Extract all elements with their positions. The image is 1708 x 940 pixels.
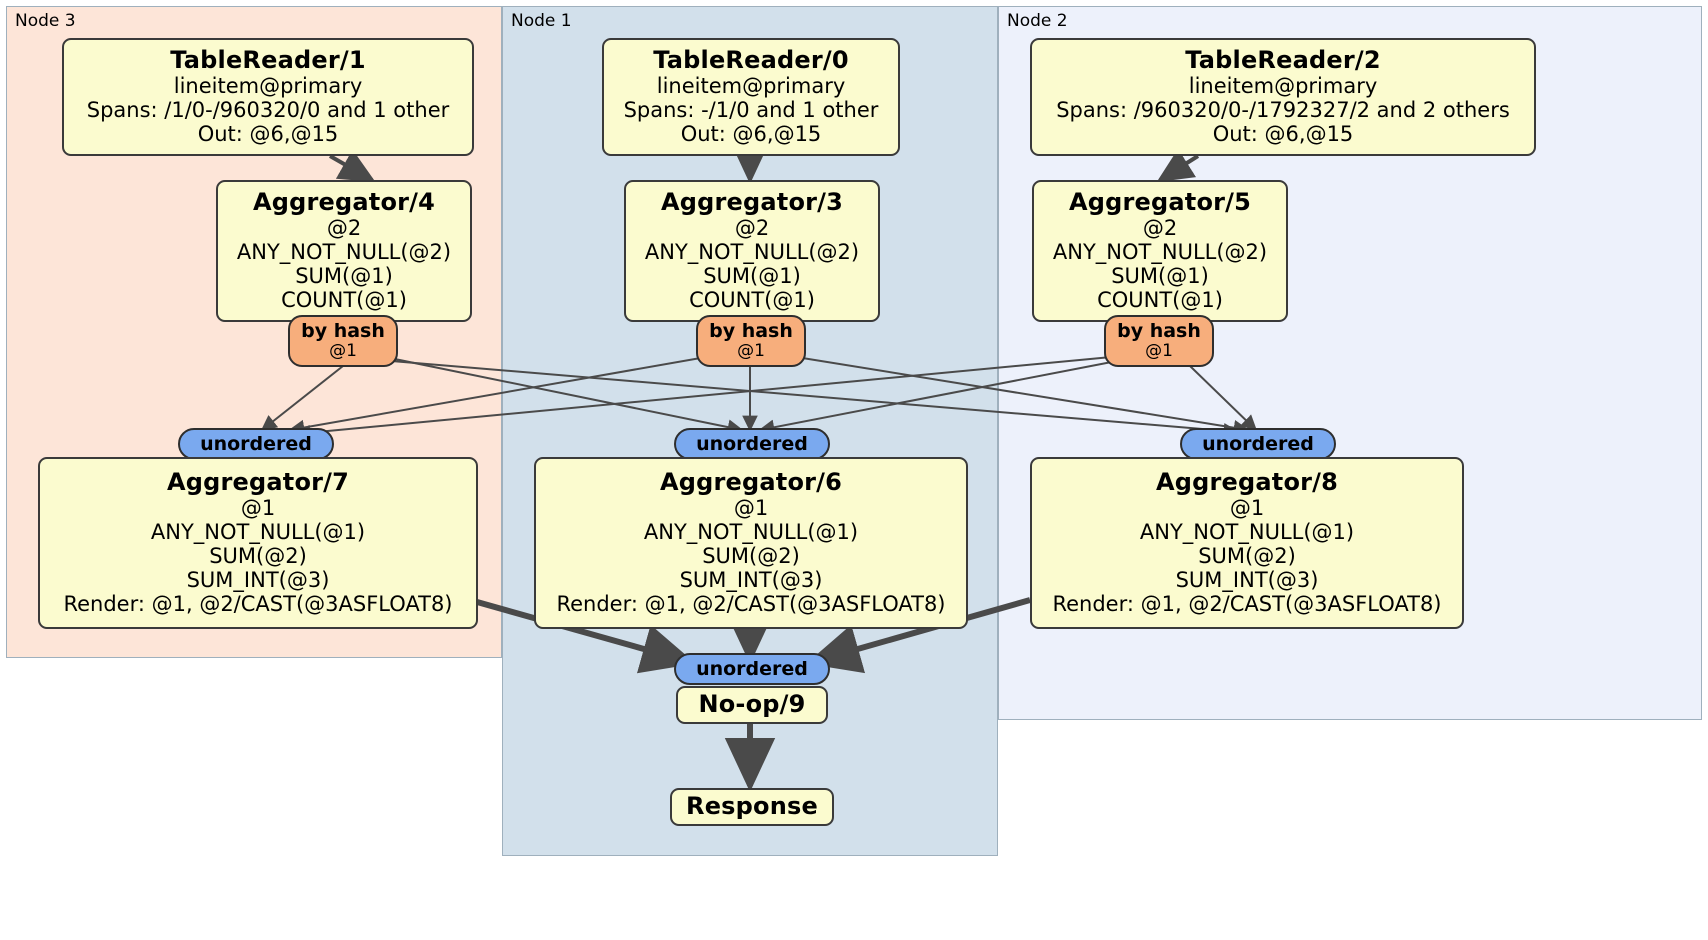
table-reader-1-title: TableReader/1 — [170, 46, 366, 75]
aggregator-7-line-3: SUM(@2) — [209, 543, 307, 568]
table-reader-0-title: TableReader/0 — [653, 46, 849, 75]
aggregator-7-line-2: ANY_NOT_NULL(@1) — [150, 520, 366, 544]
box-aggregator-8[interactable]: Aggregator/8 @1 ANY_NOT_NULL(@1) SUM(@2)… — [1030, 457, 1464, 629]
aggregator-3-line-4: COUNT(@1) — [689, 287, 815, 312]
router-by-hash-center[interactable]: by hash @1 — [696, 315, 806, 367]
response-title: Response — [686, 792, 818, 821]
router-by-hash-right-label: by hash — [1117, 320, 1201, 343]
box-response[interactable]: Response — [670, 788, 834, 826]
aggregator-4-line-2: ANY_NOT_NULL(@2) — [236, 239, 452, 264]
table-reader-2-line-1: lineitem@primary — [1188, 74, 1378, 98]
table-reader-2-line-3: Out: @6,@15 — [1212, 121, 1354, 146]
sync-unordered-right[interactable]: unordered — [1180, 428, 1336, 460]
aggregator-3-line-3: SUM(@1) — [703, 263, 801, 288]
aggregator-8-line-5: Render: @1, @2/CAST(@3ASFLOAT8) — [1052, 591, 1442, 616]
box-table-reader-1[interactable]: TableReader/1 lineitem@primary Spans: /1… — [62, 38, 474, 156]
table-reader-0-line-1: lineitem@primary — [656, 74, 846, 98]
router-by-hash-left[interactable]: by hash @1 — [288, 315, 398, 367]
aggregator-4-title: Aggregator/4 — [252, 188, 436, 217]
aggregator-8-line-4: SUM_INT(@3) — [1175, 567, 1319, 592]
aggregator-5-line-2: ANY_NOT_NULL(@2) — [1052, 239, 1268, 264]
table-reader-1-line-3: Out: @6,@15 — [197, 121, 339, 146]
aggregator-5-line-1: @2 — [1142, 216, 1178, 241]
aggregator-8-line-2: ANY_NOT_NULL(@1) — [1139, 520, 1355, 544]
aggregator-5-line-3: SUM(@1) — [1111, 263, 1209, 288]
sync-unordered-final-label: unordered — [696, 657, 808, 680]
aggregator-4-line-3: SUM(@1) — [295, 263, 393, 288]
aggregator-7-line-1: @1 — [240, 496, 276, 521]
noop-9-title: No-op/9 — [698, 690, 806, 719]
aggregator-6-line-2: ANY_NOT_NULL(@1) — [643, 520, 859, 544]
aggregator-5-line-4: COUNT(@1) — [1097, 287, 1223, 312]
sync-unordered-right-label: unordered — [1202, 432, 1314, 455]
panel-node-2-label: Node 2 — [1007, 11, 1068, 31]
table-reader-2-line-2: Spans: /960320/0-/1792327/2 and 2 others — [1056, 97, 1510, 122]
table-reader-0-line-3: Out: @6,@15 — [680, 121, 822, 146]
aggregator-6-line-3: SUM(@2) — [702, 543, 800, 568]
sync-unordered-left-label: unordered — [200, 432, 312, 455]
panel-node-1-label: Node 1 — [511, 11, 572, 31]
router-by-hash-left-sub: @1 — [329, 341, 357, 362]
aggregator-8-line-1: @1 — [1229, 496, 1265, 521]
box-noop-9[interactable]: No-op/9 — [676, 686, 828, 724]
aggregator-6-line-4: SUM_INT(@3) — [679, 567, 823, 592]
box-table-reader-0[interactable]: TableReader/0 lineitem@primary Spans: -/… — [602, 38, 900, 156]
router-by-hash-right-sub: @1 — [1145, 341, 1173, 362]
sync-unordered-center-label: unordered — [696, 432, 808, 455]
box-aggregator-7[interactable]: Aggregator/7 @1 ANY_NOT_NULL(@1) SUM(@2)… — [38, 457, 478, 629]
table-reader-2-title: TableReader/2 — [1185, 46, 1381, 75]
aggregator-3-line-1: @2 — [734, 216, 770, 241]
aggregator-6-line-5: Render: @1, @2/CAST(@3ASFLOAT8) — [556, 591, 946, 616]
aggregator-8-line-3: SUM(@2) — [1198, 543, 1296, 568]
aggregator-8-title: Aggregator/8 — [1155, 468, 1339, 497]
aggregator-3-title: Aggregator/3 — [660, 188, 844, 217]
aggregator-3-line-2: ANY_NOT_NULL(@2) — [644, 239, 860, 264]
router-by-hash-left-label: by hash — [301, 320, 385, 343]
panel-node-3-label: Node 3 — [15, 11, 76, 31]
sync-unordered-final[interactable]: unordered — [674, 653, 830, 685]
aggregator-7-line-5: Render: @1, @2/CAST(@3ASFLOAT8) — [63, 591, 453, 616]
table-reader-1-line-2: Spans: /1/0-/960320/0 and 1 other — [86, 97, 450, 122]
aggregator-5-title: Aggregator/5 — [1068, 188, 1252, 217]
sync-unordered-left[interactable]: unordered — [178, 428, 334, 460]
aggregator-7-line-4: SUM_INT(@3) — [186, 567, 330, 592]
box-aggregator-4[interactable]: Aggregator/4 @2 ANY_NOT_NULL(@2) SUM(@1)… — [216, 180, 472, 322]
box-aggregator-6[interactable]: Aggregator/6 @1 ANY_NOT_NULL(@1) SUM(@2)… — [534, 457, 968, 629]
box-aggregator-3[interactable]: Aggregator/3 @2 ANY_NOT_NULL(@2) SUM(@1)… — [624, 180, 880, 322]
box-aggregator-5[interactable]: Aggregator/5 @2 ANY_NOT_NULL(@2) SUM(@1)… — [1032, 180, 1288, 322]
box-table-reader-2[interactable]: TableReader/2 lineitem@primary Spans: /9… — [1030, 38, 1536, 156]
table-reader-0-line-2: Spans: -/1/0 and 1 other — [623, 97, 879, 122]
table-reader-1-line-1: lineitem@primary — [173, 74, 363, 98]
aggregator-4-line-1: @2 — [326, 216, 362, 241]
aggregator-6-line-1: @1 — [733, 496, 769, 521]
router-by-hash-center-sub: @1 — [737, 341, 765, 362]
aggregator-6-title: Aggregator/6 — [659, 468, 843, 497]
sync-unordered-center[interactable]: unordered — [674, 428, 830, 460]
aggregator-7-title: Aggregator/7 — [166, 468, 350, 497]
router-by-hash-right[interactable]: by hash @1 — [1104, 315, 1214, 367]
router-by-hash-center-label: by hash — [709, 320, 793, 343]
aggregator-4-line-4: COUNT(@1) — [281, 287, 407, 312]
